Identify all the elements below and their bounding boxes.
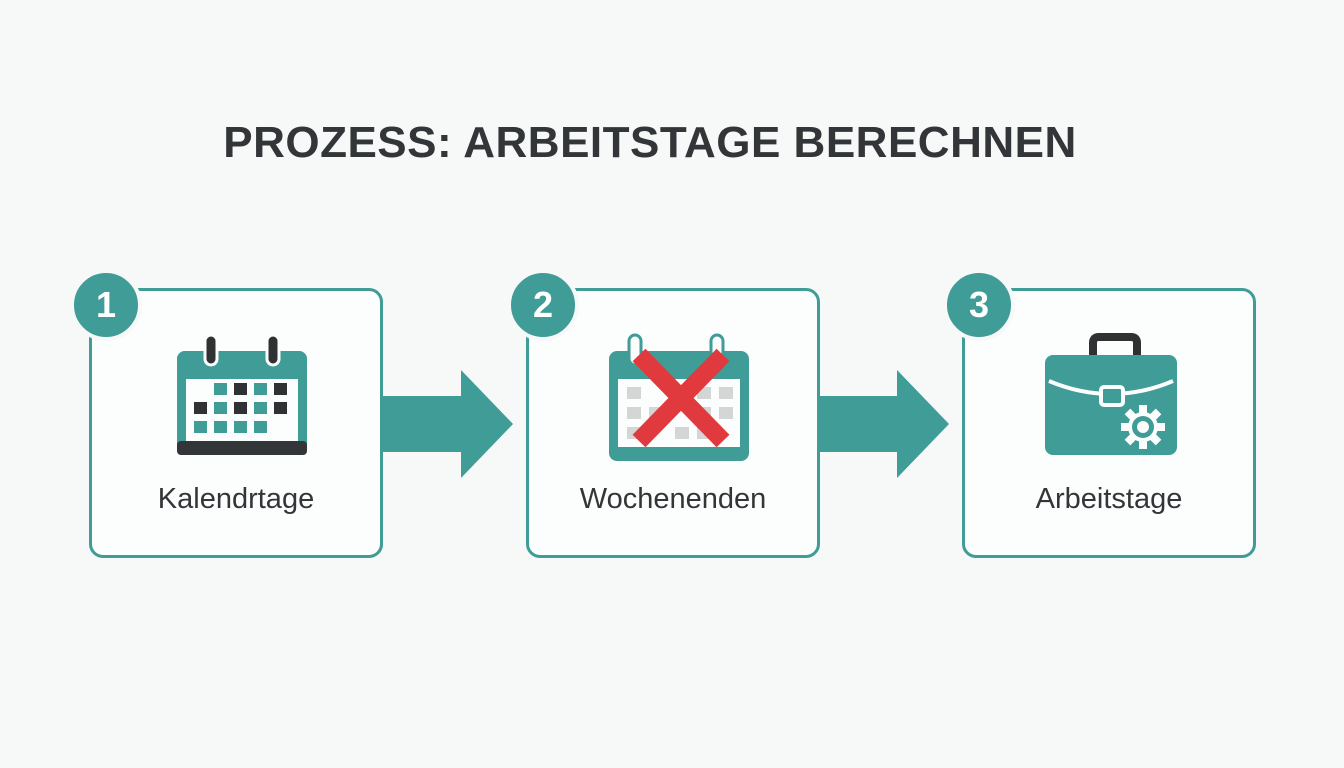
diagram-title: PROZESS: ARBEITSTAGE BERECHNEN	[223, 118, 1077, 167]
step-3-label: Arbeitstage	[1035, 483, 1183, 515]
arrow-right-icon	[383, 370, 513, 478]
step-1-label: Kalendrtage	[157, 483, 315, 515]
calendar-crossed-icon	[609, 333, 749, 461]
step-2-label: Wochenenden	[579, 483, 767, 515]
step-2-badge: 2	[507, 269, 579, 341]
arrow-right-icon	[819, 370, 949, 478]
calendar-icon	[177, 333, 307, 455]
step-2-card: 2 Wochenenden	[507, 269, 820, 558]
step-3-card: 3 Arbeitstage	[943, 269, 1256, 558]
step-3-badge: 3	[943, 269, 1015, 341]
briefcase-gear-icon	[1045, 333, 1177, 455]
step-1-badge: 1	[70, 269, 142, 341]
step-1-card: 1 Kalendrtage	[70, 269, 383, 558]
